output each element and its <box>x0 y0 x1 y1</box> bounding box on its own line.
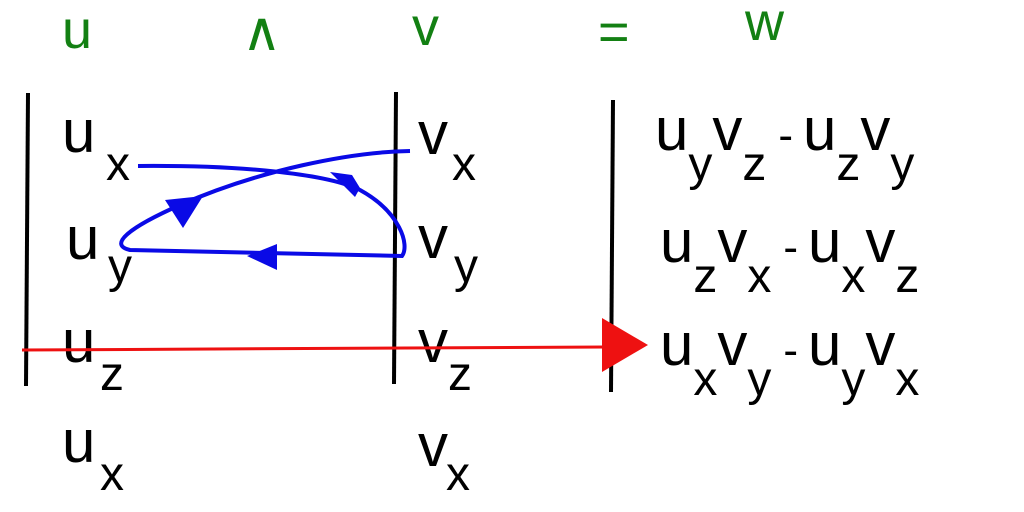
result-arrowhead <box>602 318 648 372</box>
v-component-x-repeat: vx <box>418 412 470 501</box>
header-v: v <box>412 0 439 57</box>
svg-text:u: u <box>62 408 95 475</box>
cycle-curve <box>119 149 411 259</box>
svg-text:u: u <box>62 308 95 375</box>
result-arrow-line <box>21 345 607 352</box>
w-component-z: uxvy-uyvx <box>660 311 919 406</box>
svg-text:v: v <box>418 100 448 167</box>
w-component-y: uzvx-uxvz <box>660 208 919 303</box>
header-equals: = <box>598 2 630 62</box>
header-wedge: ∧ <box>242 2 282 62</box>
svg-text:v: v <box>418 204 448 271</box>
cycle-arrowhead-right <box>330 172 360 197</box>
svg-text:u: u <box>66 205 99 272</box>
middle-bar <box>392 91 398 385</box>
header-w: w <box>744 0 785 52</box>
w-component-x: uyvz-uzvy <box>655 96 914 191</box>
cycle-arrowhead-down-left <box>165 196 203 228</box>
svg-text:y: y <box>454 240 478 293</box>
svg-text:z: z <box>100 348 124 401</box>
svg-text:x: x <box>106 138 130 191</box>
svg-text:u: u <box>62 98 95 165</box>
header-u: u <box>62 0 92 60</box>
svg-text:z: z <box>448 348 472 401</box>
svg-text:x: x <box>452 138 476 191</box>
svg-text:x: x <box>100 448 124 501</box>
svg-text:x: x <box>446 448 470 501</box>
svg-text:v: v <box>418 412 448 479</box>
cycle-arrowhead-left <box>247 244 277 270</box>
svg-text:v: v <box>418 308 448 375</box>
left-bar <box>24 92 30 387</box>
